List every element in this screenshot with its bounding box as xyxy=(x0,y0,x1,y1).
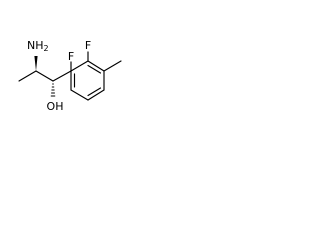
hydroxyl-label: OH xyxy=(47,100,64,113)
bond-c2-to-c1 xyxy=(35,70,54,82)
hashed-bond-to-hydroxyl xyxy=(50,83,56,97)
amine-label: NH2 xyxy=(27,39,49,53)
amine-label-main: NH xyxy=(27,39,44,52)
ring-bond-4 xyxy=(87,89,105,101)
ring-bond-1 xyxy=(70,60,89,72)
ring-bond-5 xyxy=(70,89,89,101)
amine-label-subscript: 2 xyxy=(44,44,49,53)
bond-ring-to-methyl xyxy=(103,60,122,72)
fluorine-label-1: F xyxy=(68,50,74,63)
bond-methyl-to-c2 xyxy=(18,70,37,82)
ring-double-bond-inner-2 xyxy=(87,87,102,97)
fluorine-label-2: F xyxy=(85,39,91,52)
wedge-bond-to-amine xyxy=(34,56,38,71)
ring-double-bond-inner-1 xyxy=(87,64,102,74)
ring-bond-2 xyxy=(87,60,105,72)
chemical-structure: NH2 F F OH xyxy=(18,39,122,113)
bond-c1-to-ring xyxy=(52,70,72,82)
